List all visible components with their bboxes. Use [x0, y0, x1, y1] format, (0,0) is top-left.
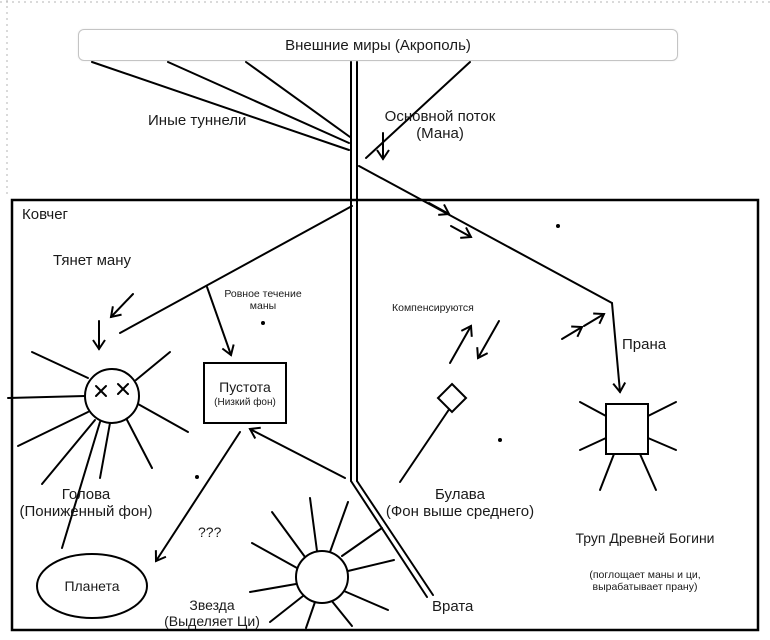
- canvas-edge-dashes: [0, 0, 770, 198]
- outer-worlds-node: Внешние миры (Акрополь): [78, 29, 678, 61]
- left-flow-line: [92, 205, 353, 351]
- head-label: Голова (Пониженный фон): [19, 486, 153, 521]
- compensation-arrows: [449, 320, 500, 364]
- planet-figure: [36, 553, 148, 619]
- prana-label: Прана: [622, 336, 667, 353]
- planet-label: Планета: [64, 578, 120, 594]
- question-label: ???: [198, 524, 222, 540]
- void-to-planet-arrow: [154, 431, 241, 563]
- mace-label: Булава (Фон выше среднего): [385, 486, 535, 521]
- mace-figure: [399, 382, 468, 483]
- goddess-subtitle: (поглощает маны и ци, вырабатывает прану…: [589, 568, 701, 593]
- pulls-mana-label: Тянет ману: [53, 252, 132, 269]
- even-flow-label: Ровное течение маны: [224, 288, 302, 313]
- other-tunnels-label: Иные туннели: [148, 112, 247, 129]
- gates-label: Врата: [432, 598, 474, 615]
- goddess-title: Труп Древней Богини: [575, 530, 715, 547]
- void-title: Пустота: [219, 378, 271, 395]
- star-figure: [249, 497, 395, 629]
- goddess-figure: [579, 401, 677, 491]
- ark-border: [10, 198, 760, 632]
- even-flow-arrow: [206, 286, 235, 357]
- outer-worlds-label: Внешние миры (Акрополь): [285, 36, 471, 54]
- main-flow-label: Основной поток (Мана): [384, 108, 496, 143]
- void-node: Пустота (Низкий фон): [203, 362, 287, 424]
- right-flow-line: [358, 165, 627, 394]
- main-stream-line: [350, 61, 434, 598]
- star-label: Звезда (Выделяет Ци): [164, 597, 260, 630]
- ark-title: Ковчег: [22, 206, 69, 223]
- head-figure: [7, 351, 189, 549]
- compensated-label: Компенсируются: [392, 302, 474, 314]
- goddess-label: Труп Древней Богини (поглощает маны и ци…: [550, 512, 740, 611]
- stream-to-void-arrow: [248, 426, 346, 479]
- void-subtitle: (Низкий фон): [214, 396, 276, 408]
- ink-dots: [195, 224, 560, 479]
